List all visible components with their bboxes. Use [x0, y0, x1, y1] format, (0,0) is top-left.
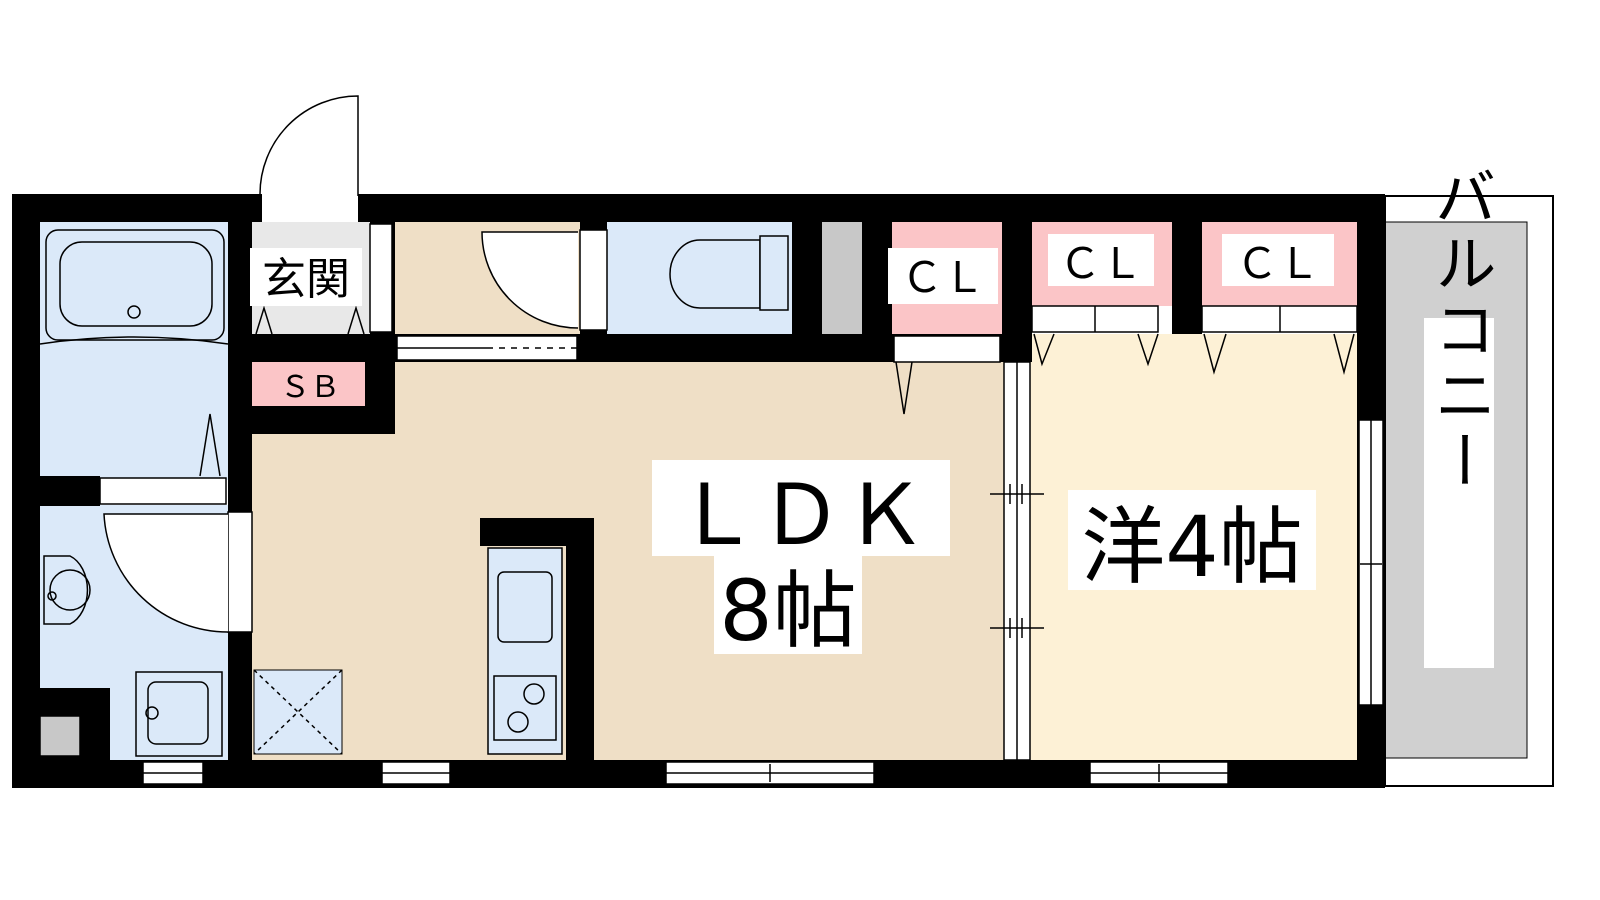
closet-1-label: ＣＬ — [901, 253, 985, 302]
refrigerator-space — [253, 669, 343, 755]
hallway-door-swing — [481, 231, 579, 329]
ldk-label: ＬＤＫ — [675, 466, 927, 564]
washing-machine-pan — [135, 671, 223, 757]
ldk-size-label: 8帖 — [719, 562, 856, 660]
kitchen-counter — [487, 547, 563, 755]
entrance-door-swing — [259, 95, 359, 196]
closet-3-label: ＣＬ — [1236, 239, 1320, 288]
shoebox-floor — [252, 362, 367, 406]
washroom-door-swing — [103, 513, 229, 633]
closet-2-label: ＣＬ — [1059, 239, 1143, 288]
balcony-label: バルコニー — [1424, 165, 1497, 495]
toilet-bowl — [669, 239, 761, 309]
openings — [99, 194, 1384, 785]
sink — [43, 555, 89, 625]
label-backgrounds — [250, 234, 1494, 668]
shoebox-label: ＳＢ — [280, 370, 340, 405]
western-room-label: 洋4帖 — [1081, 498, 1302, 596]
fixtures — [39, 95, 1382, 757]
storage-block — [822, 222, 862, 334]
entrance-label: 玄関 — [262, 254, 350, 305]
